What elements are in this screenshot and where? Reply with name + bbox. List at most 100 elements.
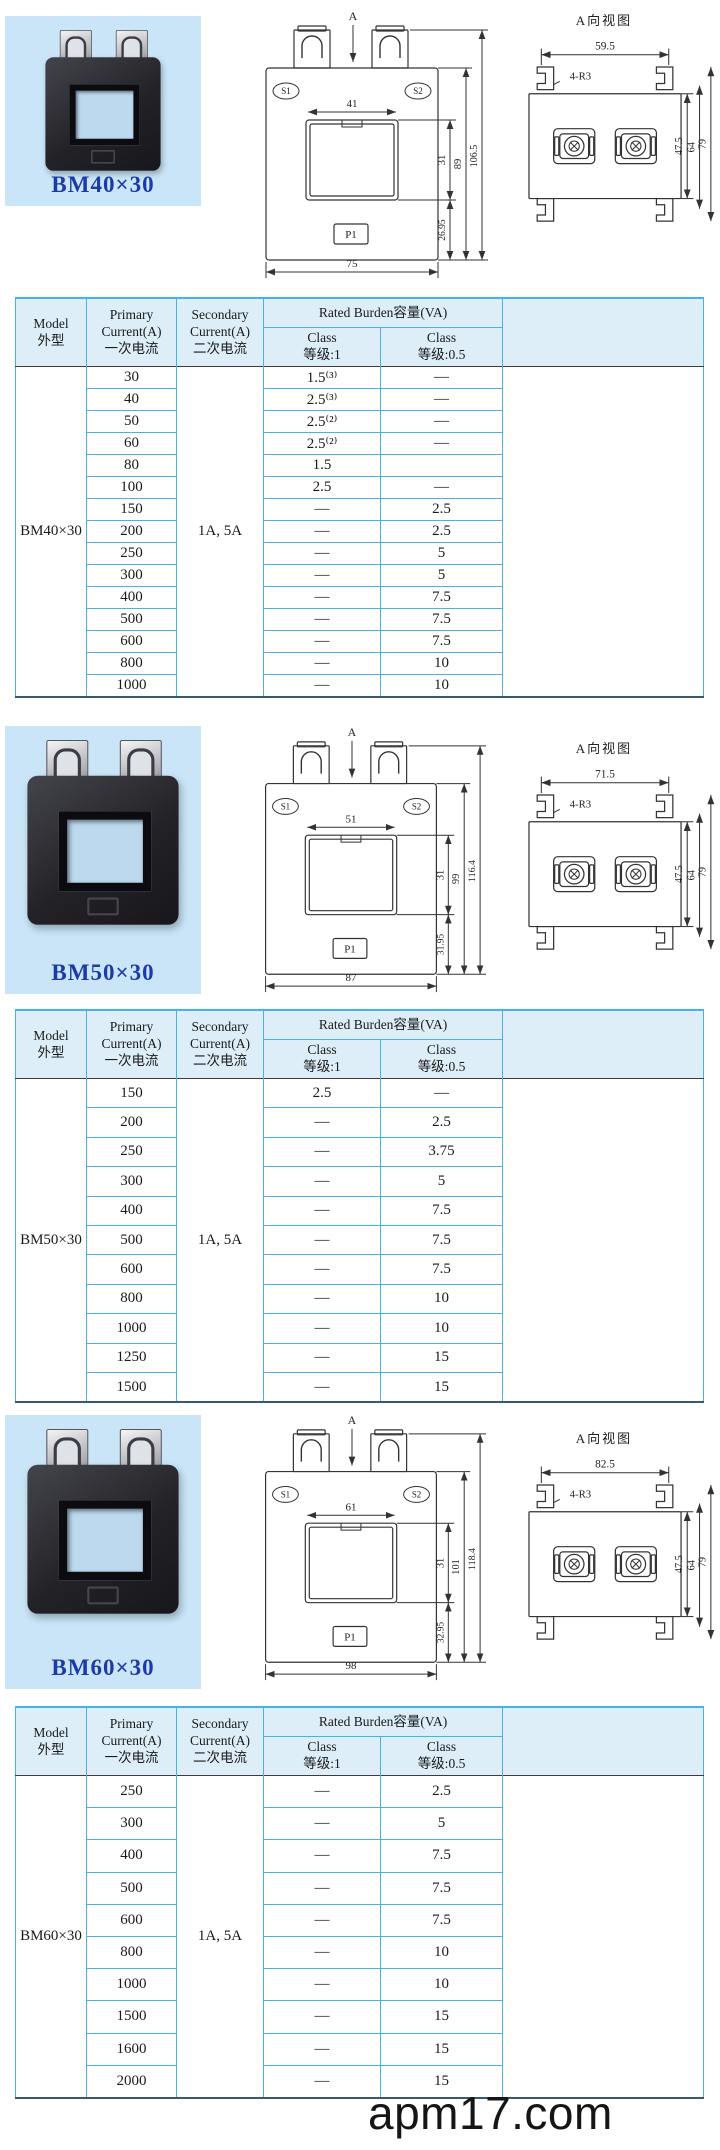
class1-burden-cell: — (263, 1166, 381, 1197)
class05-burden-cell: 7.5 (379, 1839, 503, 1873)
class05-burden-cell: 10 (379, 674, 503, 697)
class1-burden-cell: — (263, 652, 381, 675)
class1-burden-cell: — (263, 520, 381, 543)
class05-burden-cell: — (379, 366, 503, 389)
class05-burden-cell: 10 (379, 1968, 503, 2001)
primary-current-cell: 800 (86, 1283, 177, 1314)
model-title: BM40×30 (51, 172, 155, 197)
table-row: 200—2.5 (16, 1107, 704, 1138)
header-empty (502, 1707, 704, 1776)
class1-burden-cell: — (263, 542, 381, 565)
primary-current-cell: 1000 (86, 674, 177, 697)
class05-burden-cell: 2.5 (379, 1774, 503, 1808)
side-view-title: A向视图 (575, 1431, 633, 1446)
class05-burden-cell: 15 (379, 2064, 503, 2098)
class05-burden-cell: 5 (379, 1166, 503, 1197)
dim-label: 4-R3 (570, 798, 592, 810)
table-row: 400—7.5 (16, 1195, 704, 1226)
class1-burden-cell: — (263, 1774, 381, 1808)
class05-burden-cell: 7.5 (379, 608, 503, 631)
dim-label: 118.4 (467, 1548, 478, 1570)
primary-current-cell: 150 (86, 498, 177, 521)
current-transformer-photo (37, 30, 168, 171)
class1-burden-cell: — (263, 2064, 381, 2098)
class1-burden-cell: — (263, 1342, 381, 1373)
primary-current-cell: 500 (86, 608, 177, 631)
class05-burden-cell: 15 (379, 1342, 503, 1373)
class05-burden-cell: 15 (379, 2032, 503, 2066)
dim-label: 106.5 (469, 145, 480, 168)
primary-current-cell: 250 (86, 1136, 177, 1167)
class1-burden-cell: — (263, 1313, 381, 1344)
primary-current-cell: 600 (86, 1903, 177, 1937)
table-row: 1000—10 (16, 1313, 704, 1344)
class05-burden-cell: 2.5 (379, 1107, 503, 1138)
primary-current-cell: 500 (86, 1224, 177, 1255)
table-row: 300—5 (16, 1166, 704, 1197)
primary-current-cell: 200 (86, 1107, 177, 1138)
dim-label: 87 (346, 972, 357, 984)
class1-burden-cell: — (263, 1968, 381, 2001)
table-row: 500—7.5 (16, 1224, 704, 1255)
dim-label: 41 (347, 98, 358, 110)
class1-burden-cell: — (263, 608, 381, 631)
p1-mark (91, 150, 115, 164)
dim-label: 31.95 (436, 934, 446, 955)
secondary-current-cell: 1A, 5A (176, 366, 264, 697)
p1-mark (87, 1586, 119, 1605)
model-cell: BM50×30 (15, 1078, 87, 1403)
dim-label: S1 (281, 86, 291, 96)
class05-burden-cell: 7.5 (379, 1195, 503, 1226)
primary-current-cell: 600 (86, 630, 177, 653)
primary-current-cell: 1500 (86, 2000, 177, 2033)
class1-burden-cell: — (263, 564, 381, 587)
watermark-text: apm17.com (368, 2087, 613, 2139)
model-title: BM50×30 (51, 960, 155, 985)
dim-label: S2 (412, 801, 421, 811)
class1-burden-cell: — (263, 2000, 381, 2033)
dim-label: 64 (686, 142, 697, 152)
table-row: 400—7.5 (16, 1839, 704, 1873)
dim-label: 98 (346, 1660, 357, 1672)
primary-current-cell: 800 (86, 652, 177, 675)
dim-label: 26.95 (438, 219, 448, 241)
class1-burden-cell: — (263, 630, 381, 653)
primary-current-cell: 800 (86, 1935, 177, 1969)
dim-label: 31 (437, 155, 448, 166)
dim-label: 82.5 (595, 1459, 615, 1471)
class05-burden-cell: — (379, 388, 503, 411)
primary-current-cell: 600 (86, 1254, 177, 1285)
class1-burden-cell: 1.5 (263, 454, 381, 477)
primary-current-cell: 400 (86, 586, 177, 609)
model-cell: BM60×30 (15, 1774, 87, 2098)
dim-label: A (348, 1413, 357, 1427)
class1-burden-cell: — (263, 586, 381, 609)
dim-label: 64 (686, 1560, 697, 1570)
table-row: 600—7.5 (16, 1903, 704, 1937)
class05-burden-cell: 2.5 (379, 498, 503, 521)
current-transformer-photo (17, 740, 189, 925)
primary-current-cell: 400 (86, 1839, 177, 1873)
empty-cell (502, 1078, 704, 1403)
table-row: 500 —7.5 (16, 608, 704, 631)
dim-label: 31 (435, 1558, 446, 1568)
current-transformer-photo (17, 1429, 189, 1614)
table-row: 600—7.5 (16, 630, 704, 653)
table-row: 2000—15 (16, 2064, 704, 2098)
